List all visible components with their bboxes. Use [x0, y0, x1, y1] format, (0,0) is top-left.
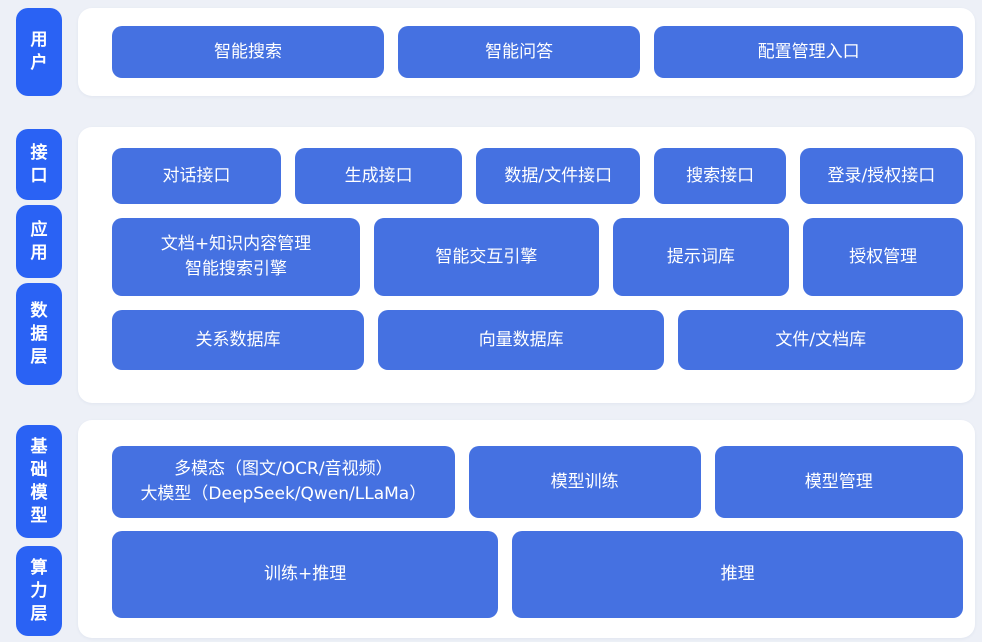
node-search-api: 搜索接口	[654, 148, 786, 204]
node-login-auth-api: 登录/授权接口	[799, 148, 963, 204]
rail-foundation-model-layer: 基础模型	[16, 425, 62, 539]
node-smart-qa-label: 智能问答	[485, 41, 554, 62]
node-generation-api: 生成接口	[295, 148, 463, 204]
data-layer-row: 关系数据库 向量数据库 文件/文档库	[112, 310, 963, 370]
node-dialog-api-label: 对话接口	[162, 165, 231, 186]
rail-user-layer-label: 用户	[30, 30, 48, 73]
node-auth-management-label: 授权管理	[849, 246, 918, 267]
node-model-training: 模型训练	[468, 446, 701, 518]
node-training-inference-label: 训练+推理	[263, 564, 347, 585]
node-smart-qa: 智能问答	[398, 26, 641, 78]
node-vector-db: 向量数据库	[377, 310, 665, 370]
node-smart-search: 智能搜索	[112, 26, 385, 78]
node-multimodal-llm: 多模态（图文/OCR/音视频） 大模型（DeepSeek/Qwen/LLaMa）	[112, 446, 455, 518]
node-inference: 推理	[512, 531, 963, 618]
foundation-model-row: 多模态（图文/OCR/音视频） 大模型（DeepSeek/Qwen/LLaMa）…	[112, 446, 963, 518]
node-relational-db-label: 关系数据库	[195, 329, 281, 350]
node-prompt-library-label: 提示词库	[666, 246, 735, 267]
node-prompt-library: 提示词库	[612, 218, 790, 296]
bottom-layers-panel: 多模态（图文/OCR/音视频） 大模型（DeepSeek/Qwen/LLaMa）…	[78, 420, 975, 638]
rail-user-layer: 用户	[16, 8, 62, 96]
node-model-management-label: 模型管理	[804, 471, 873, 492]
middle-layers-band: 接口 应用 数据层 对话接口 生成接口 数据/文件接口 搜	[16, 127, 975, 403]
rail-application-layer-label: 应用	[30, 219, 48, 263]
rail-compute-layer: 算力层	[16, 546, 62, 636]
node-interactive-engine-label: 智能交互引擎	[435, 246, 538, 267]
middle-layers-rail: 接口 应用 数据层	[16, 127, 62, 403]
rail-interface-layer: 接口	[16, 129, 62, 201]
compute-layer-row: 训练+推理 推理	[112, 531, 963, 618]
node-auth-management: 授权管理	[803, 218, 964, 296]
node-search-api-label: 搜索接口	[686, 165, 755, 186]
middle-layers-panel: 对话接口 生成接口 数据/文件接口 搜索接口 登录/授权接口 文档+知识内容管理…	[78, 127, 975, 403]
node-relational-db: 关系数据库	[112, 310, 364, 370]
bottom-layers-band: 基础模型 算力层 多模态（图文/OCR/音视频） 大模型（DeepSeek/Qw…	[16, 420, 975, 638]
node-data-file-api-label: 数据/文件接口	[504, 165, 613, 186]
node-smart-search-label: 智能搜索	[214, 41, 282, 62]
application-layer-row: 文档+知识内容管理 智能搜索引擎 智能交互引擎 提示词库 授权管理	[112, 218, 964, 296]
node-data-file-api: 数据/文件接口	[476, 148, 641, 204]
node-dialog-api: 对话接口	[112, 148, 282, 204]
node-config-management-entry-label: 配置管理入口	[757, 41, 860, 62]
node-doc-knowledge-search-engine: 文档+知识内容管理 智能搜索引擎	[112, 218, 361, 296]
node-training-inference: 训练+推理	[112, 531, 499, 618]
rail-data-layer: 数据层	[16, 283, 62, 385]
user-layer-band: 用户 智能搜索 智能问答 配置管理入口	[16, 8, 975, 96]
user-layer-panel: 智能搜索 智能问答 配置管理入口	[78, 8, 975, 96]
node-model-management: 模型管理	[714, 446, 963, 518]
node-login-auth-api-label: 登录/授权接口	[827, 165, 936, 186]
user-layer-rail: 用户	[16, 8, 62, 96]
node-generation-api-label: 生成接口	[344, 165, 413, 186]
node-doc-knowledge-search-engine-label: 文档+知识内容管理 智能搜索引擎	[160, 234, 312, 279]
user-layer-row: 智能搜索 智能问答 配置管理入口	[112, 26, 964, 78]
node-multimodal-llm-label: 多模态（图文/OCR/音视频） 大模型（DeepSeek/Qwen/LLaMa）	[140, 459, 427, 504]
rail-interface-layer-label: 接口	[30, 142, 48, 186]
node-file-doc-store: 文件/文档库	[678, 310, 963, 370]
node-file-doc-store-label: 文件/文档库	[775, 329, 867, 350]
rail-data-layer-label: 数据层	[30, 300, 48, 367]
node-interactive-engine: 智能交互引擎	[374, 218, 599, 296]
node-config-management-entry: 配置管理入口	[654, 26, 964, 78]
interface-layer-row: 对话接口 生成接口 数据/文件接口 搜索接口 登录/授权接口	[112, 148, 963, 204]
rail-application-layer: 应用	[16, 205, 62, 279]
node-inference-label: 推理	[720, 564, 755, 585]
bottom-layers-rail: 基础模型 算力层	[16, 420, 62, 638]
node-vector-db-label: 向量数据库	[478, 329, 564, 350]
rail-compute-layer-label: 算力层	[30, 557, 48, 624]
rail-foundation-model-layer-label: 基础模型	[30, 436, 48, 526]
node-model-training-label: 模型训练	[550, 471, 619, 492]
